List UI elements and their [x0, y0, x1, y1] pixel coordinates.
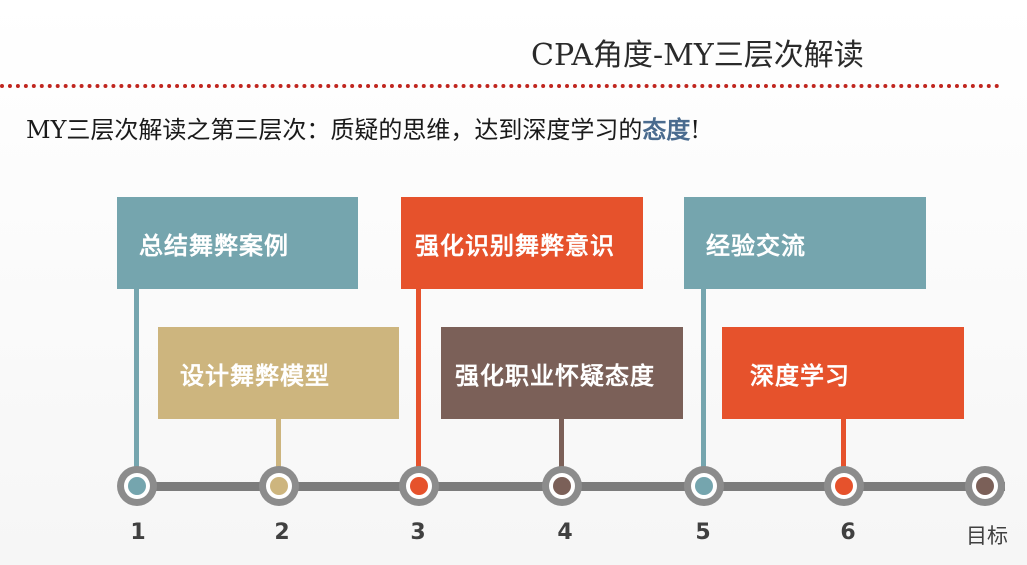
step-box-1: 总结舞弊案例: [117, 197, 358, 289]
step-box-label: 强化职业怀疑态度: [455, 361, 655, 390]
timeline-node-3: [399, 466, 439, 506]
subtitle-highlight: 态度: [642, 115, 691, 144]
stem-1: [134, 288, 139, 478]
timeline-node-1: [117, 466, 157, 506]
step-label-4: 4: [557, 520, 573, 545]
dotted-divider: [0, 84, 1000, 88]
step-label-6: 6: [840, 520, 856, 545]
step-label-1: 1: [130, 520, 146, 545]
step-label-5: 5: [695, 520, 711, 545]
step-box-5: 经验交流: [684, 197, 926, 289]
step-box-label: 设计舞弊模型: [180, 361, 330, 390]
step-box-label: 强化识别舞弊意识: [415, 231, 615, 260]
timeline-node-4: [542, 466, 582, 506]
timeline-node-5: [684, 466, 724, 506]
stem-6: [841, 418, 846, 480]
step-label-2: 2: [274, 520, 290, 545]
subtitle-end: !: [690, 116, 701, 144]
step-label-3: 3: [410, 520, 426, 545]
stem-4: [559, 418, 564, 480]
stem-5: [701, 288, 706, 478]
stem-3: [416, 288, 421, 478]
step-label-goal: 目标: [966, 524, 1008, 548]
step-box-label: 深度学习: [750, 361, 850, 390]
slide-subtitle: MY三层次解读之第三层次：质疑的思维，达到深度学习的态度!: [26, 110, 700, 145]
slide-title: CPA角度-MY三层次解读: [531, 38, 864, 73]
step-box-2: 设计舞弊模型: [158, 327, 399, 419]
step-box-3: 强化识别舞弊意识: [401, 197, 643, 289]
step-box-6: 深度学习: [722, 327, 964, 419]
timeline-node-goal: [965, 466, 1005, 506]
timeline-node-6: [824, 466, 864, 506]
stem-2: [276, 418, 281, 480]
step-box-4: 强化职业怀疑态度: [441, 327, 683, 419]
timeline-node-2: [259, 466, 299, 506]
step-box-label: 总结舞弊案例: [139, 231, 289, 260]
step-box-label: 经验交流: [706, 231, 806, 260]
subtitle-text: MY三层次解读之第三层次：质疑的思维，达到深度学习的: [26, 116, 643, 144]
